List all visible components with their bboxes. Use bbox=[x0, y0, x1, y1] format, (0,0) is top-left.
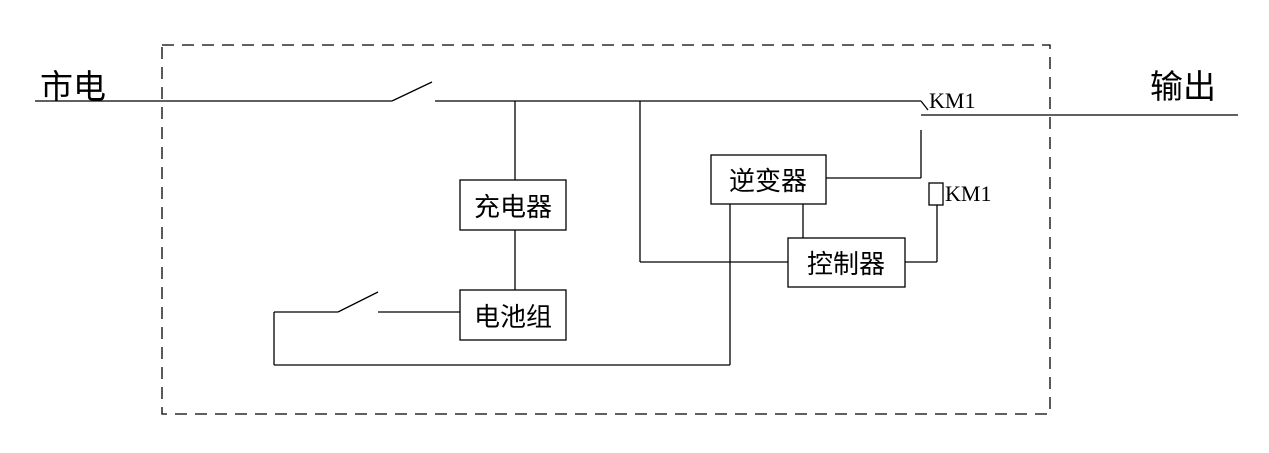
label-output: 输出 bbox=[1150, 67, 1216, 106]
km1-coil bbox=[928, 182, 944, 206]
inverter-box bbox=[710, 154, 827, 205]
label-inverter: 逆变器 bbox=[729, 167, 807, 197]
mains-switch bbox=[391, 81, 433, 102]
label-charger: 充电器 bbox=[474, 193, 552, 223]
label-mains: 市电 bbox=[40, 67, 106, 106]
label-km1-contact: KM1 bbox=[929, 88, 975, 113]
battery-switch bbox=[337, 291, 379, 313]
label-km1-coil: KM1 bbox=[945, 181, 991, 206]
enclosure-dashed-border bbox=[161, 44, 1051, 415]
km1-contact-left bbox=[920, 100, 929, 111]
label-controller: 控制器 bbox=[807, 250, 885, 280]
charger-box bbox=[459, 179, 567, 231]
battery-box bbox=[459, 289, 567, 341]
label-battery: 电池组 bbox=[474, 303, 552, 333]
